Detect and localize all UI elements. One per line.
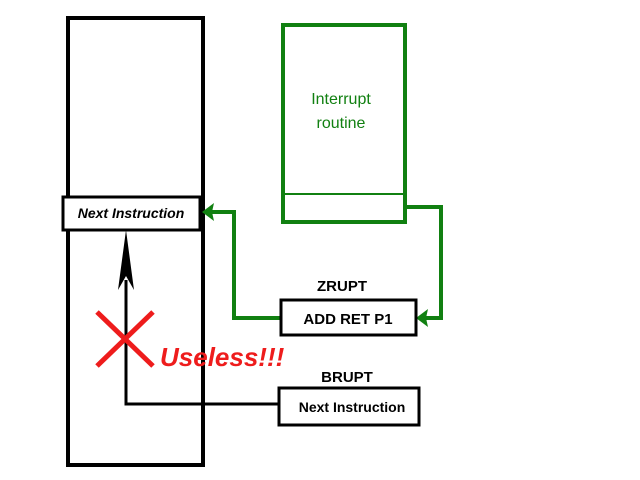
next-instruction-box	[61, 195, 202, 232]
arrow-head-icon	[202, 203, 214, 221]
interrupt-routine-box	[281, 23, 407, 224]
brupt-box	[277, 386, 421, 427]
zrupt-arrow-line	[208, 210, 281, 320]
brupt-label: BRUPT	[321, 369, 373, 386]
cross-icon	[95, 310, 155, 368]
arrow-head-icon	[118, 230, 134, 290]
interrupt-routine-line1: Interrupt	[311, 91, 371, 108]
interrupt-routine-line2: routine	[317, 115, 366, 132]
useless-annotation: Useless!!!	[160, 342, 285, 372]
zrupt-label: ZRUPT	[317, 278, 367, 295]
brupt-arrow-line	[124, 280, 279, 406]
zrupt-instruction: ADD RET P1	[303, 311, 392, 328]
zrupt-box	[279, 298, 418, 337]
brupt-instruction: Next Instruction	[299, 399, 406, 415]
next-instruction-label: Next Instruction	[78, 205, 185, 221]
arrow-head-icon	[416, 309, 428, 327]
return-arrow-line	[405, 205, 443, 320]
memory-column	[66, 16, 205, 467]
